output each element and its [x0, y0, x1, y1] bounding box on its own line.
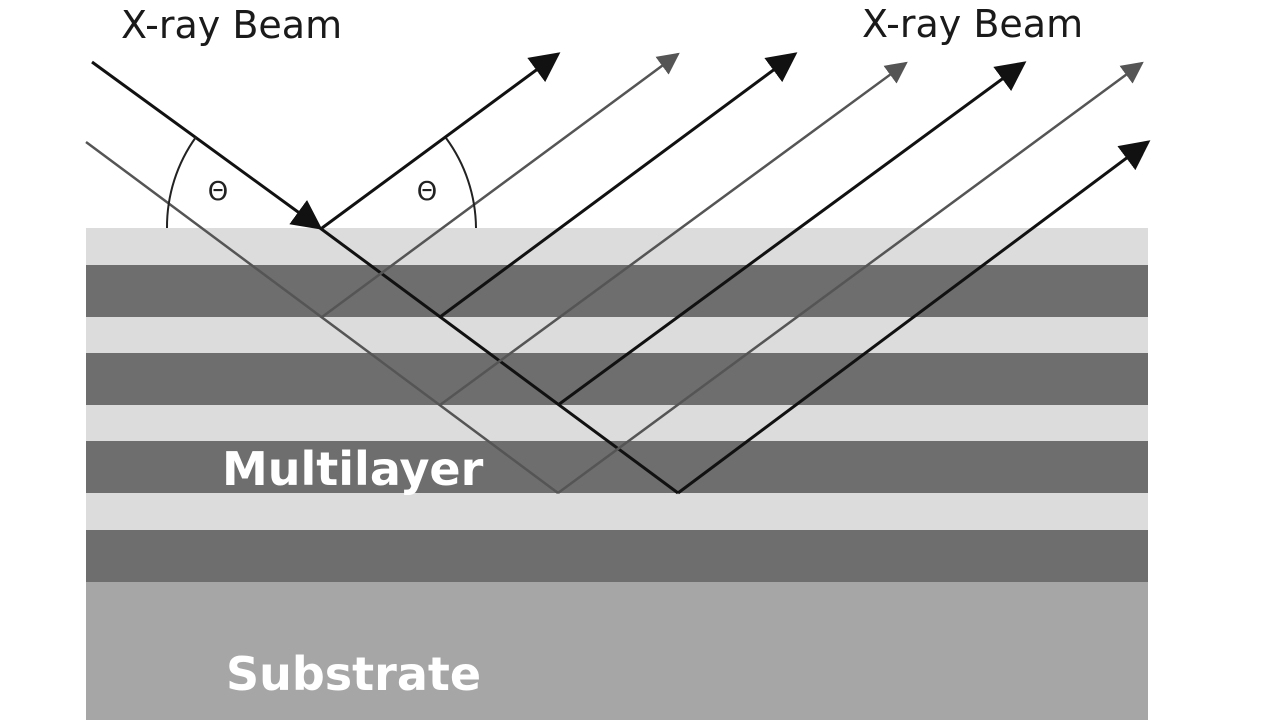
reflected-beam-2	[321, 52, 680, 319]
dark-layer-1	[86, 265, 1148, 317]
dark-layer-4	[86, 530, 1148, 582]
incident-beam-dark-surface	[91, 60, 323, 230]
reflected-beam-4	[439, 61, 908, 407]
reflected-beam-5	[557, 61, 1027, 407]
light-layer-2	[86, 317, 1148, 353]
light-layer-3	[86, 405, 1148, 441]
reflected-beam-7	[677, 140, 1151, 495]
substrate-block	[86, 582, 1148, 720]
substrate-label: Substrate	[226, 647, 481, 701]
reflected-beams	[321, 52, 1151, 495]
incident-beam-label: X-ray Beam	[121, 3, 342, 47]
light-layer-1	[86, 228, 1148, 265]
multilayer-stack	[86, 228, 1148, 582]
reflected-beam-6	[557, 61, 1144, 495]
incidence-angle-label: Θ	[208, 177, 228, 207]
reflection-angle-arc	[445, 137, 477, 229]
reflected-beam-1	[321, 52, 561, 230]
incidence-angle-arc	[165, 136, 197, 229]
reflection-angle-label: Θ	[417, 177, 437, 207]
reflected-beam-label: X-ray Beam	[862, 2, 1083, 46]
reflected-beam-3	[439, 52, 798, 319]
incident-beam-gray	[85, 140, 559, 495]
light-layer-4	[86, 493, 1148, 530]
multilayer-label: Multilayer	[222, 442, 484, 496]
angle-markers: Θ Θ	[165, 136, 477, 229]
